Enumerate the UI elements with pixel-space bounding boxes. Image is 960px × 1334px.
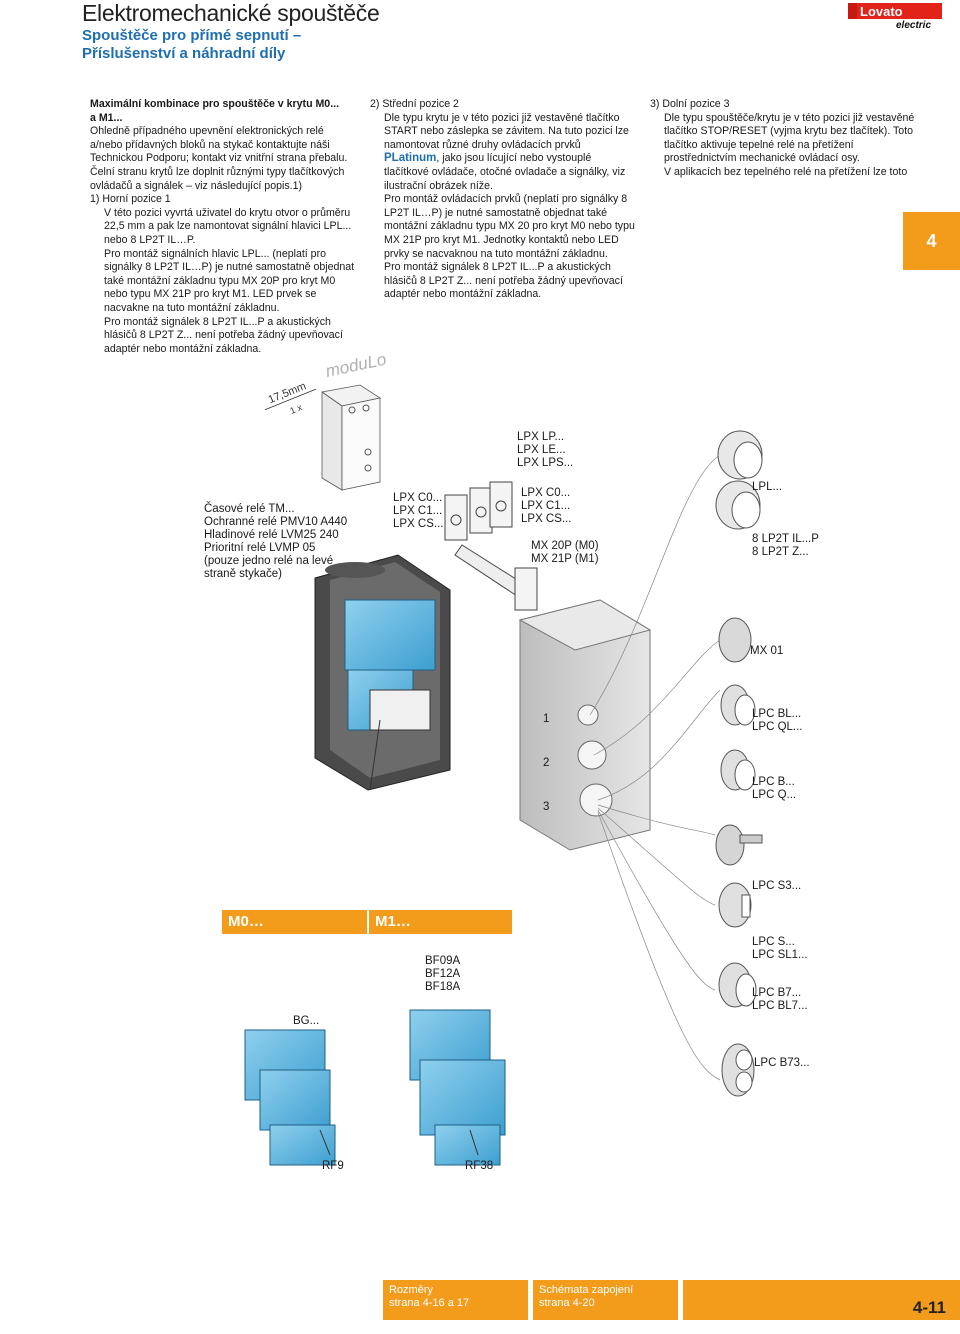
head-lpc-b7 — [718, 962, 757, 1008]
item2-text-a: Dle typu krytu je v této pozici již vest… — [384, 111, 629, 151]
m1-contactor-assembly — [409, 1009, 506, 1166]
lpc-b-label: LPC B... LPC Q... — [752, 776, 797, 801]
lp2t-label: 8 LP2T IL...P 8 LP2T Z... — [752, 533, 819, 558]
text-column-2: 2) Střední pozice 2 Dle typu krytu je v … — [370, 98, 635, 302]
item2-text: Dle typu krytu je v této pozici již vest… — [370, 112, 635, 302]
modulo-logo: moduLo — [324, 350, 388, 381]
platinum-brand: PLatinum — [384, 152, 437, 165]
relay-options-label: Časové relé TM... Ochranné relé PMV10 A4… — [204, 503, 348, 580]
lpc-b7-label: LPC B7... LPC BL7... — [752, 987, 808, 1012]
mx01-label: MX 01 — [750, 645, 784, 657]
head-lpc-b73 — [721, 1043, 755, 1097]
item1-title: 1) Horní pozice 1 — [90, 193, 171, 206]
m0-contactor-assembly — [244, 1029, 336, 1166]
m0-banner: M0… — [222, 910, 367, 934]
lpl-label: LPL... — [752, 481, 783, 493]
closed-enclosure — [518, 599, 652, 851]
rf38-label: RF38 — [465, 1160, 494, 1172]
col1-heading-1: Maximální kombinace pro spouštěče v kryt… — [90, 98, 340, 110]
lovato-logo: Lovato electric — [848, 3, 942, 30]
logo-brand: Lovato — [860, 4, 903, 19]
page-number: 4-11 — [912, 1298, 946, 1317]
position-3-label: 3 — [543, 801, 550, 813]
open-enclosure — [314, 554, 451, 791]
head-lpc-b — [720, 749, 756, 791]
lpx-lp-label: LPX LP... LPX LE... LPX LPS... — [517, 431, 574, 469]
text-column-3: 3) Dolní pozice 3 Dle typu spouštěče/kry… — [650, 98, 915, 180]
lpc-s-label: LPC S... LPC SL1... — [752, 936, 808, 961]
lpc-s3-label: LPC S3... — [752, 880, 802, 892]
head-lpc-bl — [720, 684, 756, 726]
lpx-c0-left-label: LPX C0... LPX C1... LPX CS... — [393, 492, 444, 530]
lpx-c0-right-label: LPX C0... LPX C1... LPX CS... — [521, 487, 572, 525]
item1-text: V této pozici vyvrtá uživatel do krytu o… — [104, 206, 355, 355]
exploded-diagram: moduLo 17,5mm 1 x — [244, 350, 763, 1166]
page-subtitle-2: Příslušenství a náhradní díly — [82, 45, 286, 62]
page-title: Elektromechanické spouštěče — [82, 0, 380, 26]
item2-text-b: , jako jsou lícující nebo vystouplé tlač… — [384, 152, 635, 301]
m1-banner: M1… — [367, 910, 512, 934]
footer-accent-bar — [683, 1280, 960, 1320]
relay-module — [320, 384, 382, 491]
lpc-b73-label: LPC B73... — [754, 1057, 810, 1069]
col1-paragraph-2: Čelní stranu krytů lze doplnit různými t… — [90, 165, 345, 192]
lpc-bl-label: LPC BL... LPC QL... — [752, 708, 803, 733]
leader-lines — [589, 454, 721, 1081]
item3-text: Dle typu spouštěče/krytu je v této pozic… — [664, 111, 915, 178]
bg-label: BG... — [293, 1015, 320, 1027]
head-lpc-s3 — [718, 882, 752, 928]
col1-heading-2: a M1... — [90, 111, 123, 124]
text-column-1: Maximální kombinace pro spouštěče v kryt… — [90, 98, 355, 356]
footer-dimensions-link[interactable]: Rozměry strana 4-16 a 17 — [383, 1280, 528, 1320]
din-count: 1 x — [289, 402, 304, 416]
item2-title: 2) Střední pozice 2 — [370, 98, 459, 110]
position-2-label: 2 — [543, 757, 550, 769]
col1-paragraph-1: Ohledně případného upevnění elektronický… — [90, 125, 348, 165]
rf9-label: RF9 — [322, 1160, 344, 1172]
din-dimension: 17,5mm 1 x — [264, 380, 317, 416]
logo-sub: electric — [896, 20, 931, 30]
section-tab: 4 — [903, 212, 960, 270]
accessory-heads — [715, 430, 763, 1097]
item3-title: 3) Dolní pozice 3 — [650, 98, 730, 110]
position-1-label: 1 — [543, 713, 550, 725]
footer-schemes-link[interactable]: Schémata zapojení strana 4-20 — [533, 1280, 678, 1320]
head-lpc-key — [715, 824, 763, 866]
head-lpl — [715, 480, 761, 530]
page-subtitle-1: Spouštěče pro přímé sepnutí – — [82, 27, 302, 44]
mx-base-label: MX 20P (M0) MX 21P (M1) — [531, 540, 599, 565]
head-mx — [718, 617, 752, 663]
head-lpx-lp — [717, 430, 763, 480]
din-width: 17,5mm — [267, 380, 308, 406]
bf-label: BF09A BF12A BF18A — [425, 955, 461, 993]
modulo-text: moduLo — [324, 350, 388, 381]
contact-blocks — [444, 481, 538, 611]
